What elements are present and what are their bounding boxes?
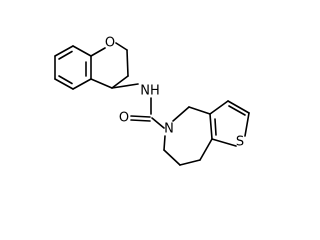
bond [163, 135, 166, 151]
oxygen-atom-label: O [105, 36, 115, 51]
nh-label: NH [140, 84, 160, 99]
bond [90, 47, 106, 57]
bond [72, 78, 92, 90]
bond [115, 42, 128, 51]
sulfur-atom-label: S [236, 135, 244, 150]
structure-canvas: O NH O N S [54, 36, 250, 166]
bond [211, 138, 237, 147]
bond [199, 138, 213, 161]
bond [54, 78, 74, 90]
amide-nitrogen-label: N [164, 122, 174, 137]
bond [209, 100, 229, 115]
carbonyl-double-bond [130, 119, 151, 122]
bond [72, 45, 92, 57]
benzene-ring [54, 45, 92, 90]
double-bond-inner [58, 50, 73, 60]
azepine-ring [163, 106, 213, 166]
bond [179, 159, 201, 166]
bond [90, 78, 113, 89]
thiophene-ring [209, 100, 250, 147]
molecule-diagram: O NH O N S [54, 36, 250, 166]
bond [163, 149, 181, 166]
double-bond-inner [58, 75, 73, 85]
double-bond-inner [214, 118, 217, 136]
bond [172, 106, 190, 122]
bond [126, 49, 129, 77]
pyran-ring [90, 42, 129, 89]
bond [209, 113, 213, 140]
carbonyl-oxygen-label: O [119, 111, 129, 126]
bond [188, 106, 211, 115]
bond-c4-nh [111, 83, 139, 89]
double-bond-inner [228, 105, 246, 116]
carbonyl-double-bond [130, 115, 151, 118]
bond [227, 100, 250, 114]
bond-carbonyl-n [151, 117, 165, 129]
bond [111, 75, 129, 89]
bond [244, 112, 250, 137]
bond [54, 45, 74, 57]
